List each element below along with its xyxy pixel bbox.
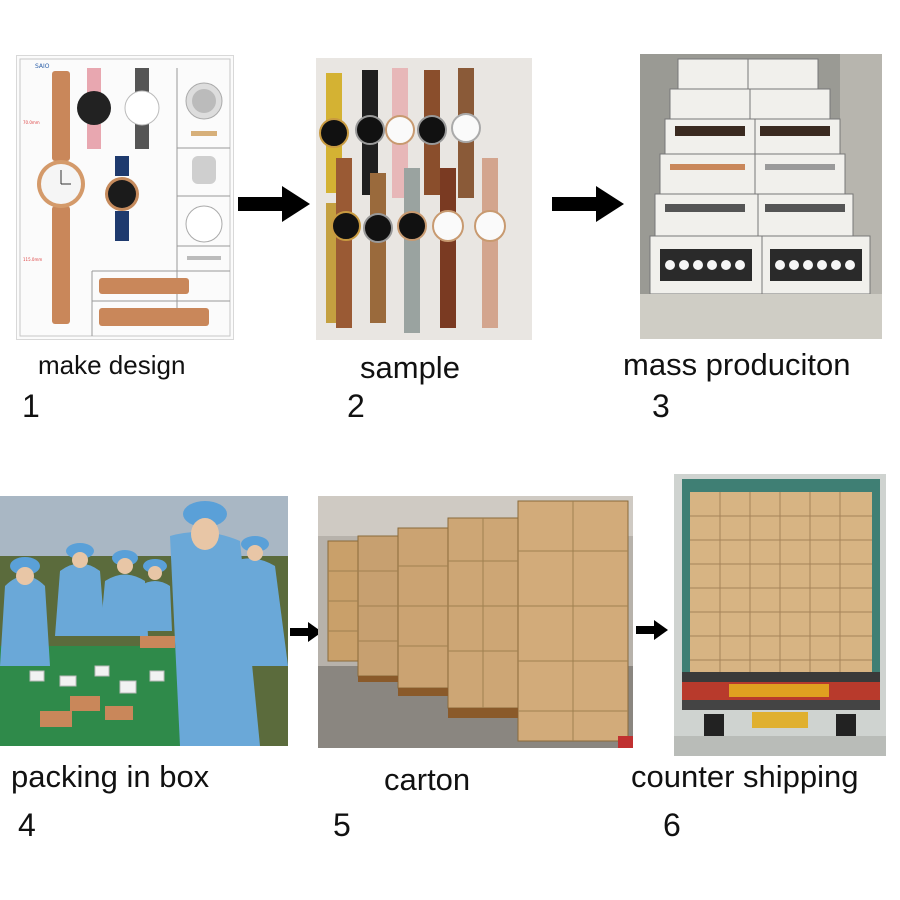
svg-text:115.0mm: 115.0mm — [23, 257, 42, 262]
step-4-label: packing in box — [11, 759, 210, 794]
arrow-right-icon — [552, 186, 624, 222]
step-3-label: mass produciton — [623, 347, 851, 382]
watch-design-sheet-icon: SAIO 70.0mm — [17, 56, 233, 339]
step-6-label: counter shipping — [631, 759, 859, 794]
step-1-number: 1 — [22, 388, 40, 424]
workers-packing-icon — [0, 496, 288, 746]
step-1-label: make design — [38, 350, 186, 380]
step-4-number: 4 — [18, 807, 36, 843]
svg-text:SAIO: SAIO — [35, 63, 50, 70]
arrow-5-to-6 — [636, 620, 668, 640]
carton-stack-icon — [318, 496, 633, 748]
arrow-right-icon — [636, 620, 668, 640]
step-2-number: 2 — [347, 388, 365, 424]
step-2-label: sample — [360, 350, 460, 385]
step-6-image — [674, 474, 886, 756]
step-5-number: 5 — [333, 807, 351, 843]
watch-samples-icon — [316, 58, 532, 340]
arrow-2-to-3 — [552, 184, 624, 224]
watch-trays-icon — [640, 54, 882, 339]
arrow-right-icon — [238, 186, 310, 222]
arrow-4-to-5 — [290, 622, 322, 642]
step-4-image — [0, 496, 288, 746]
step-2-image — [316, 58, 532, 340]
step-5-label: carton — [384, 762, 471, 797]
step-3-image — [640, 54, 882, 339]
svg-text:70.0mm: 70.0mm — [23, 120, 40, 125]
arrow-right-icon — [290, 622, 322, 642]
step-5-image — [318, 496, 633, 748]
step-3-number: 3 — [652, 388, 670, 424]
step-1-image: SAIO 70.0mm — [16, 55, 234, 340]
step-6-number: 6 — [663, 807, 681, 843]
container-truck-icon — [674, 474, 886, 756]
arrow-1-to-2 — [238, 184, 310, 224]
